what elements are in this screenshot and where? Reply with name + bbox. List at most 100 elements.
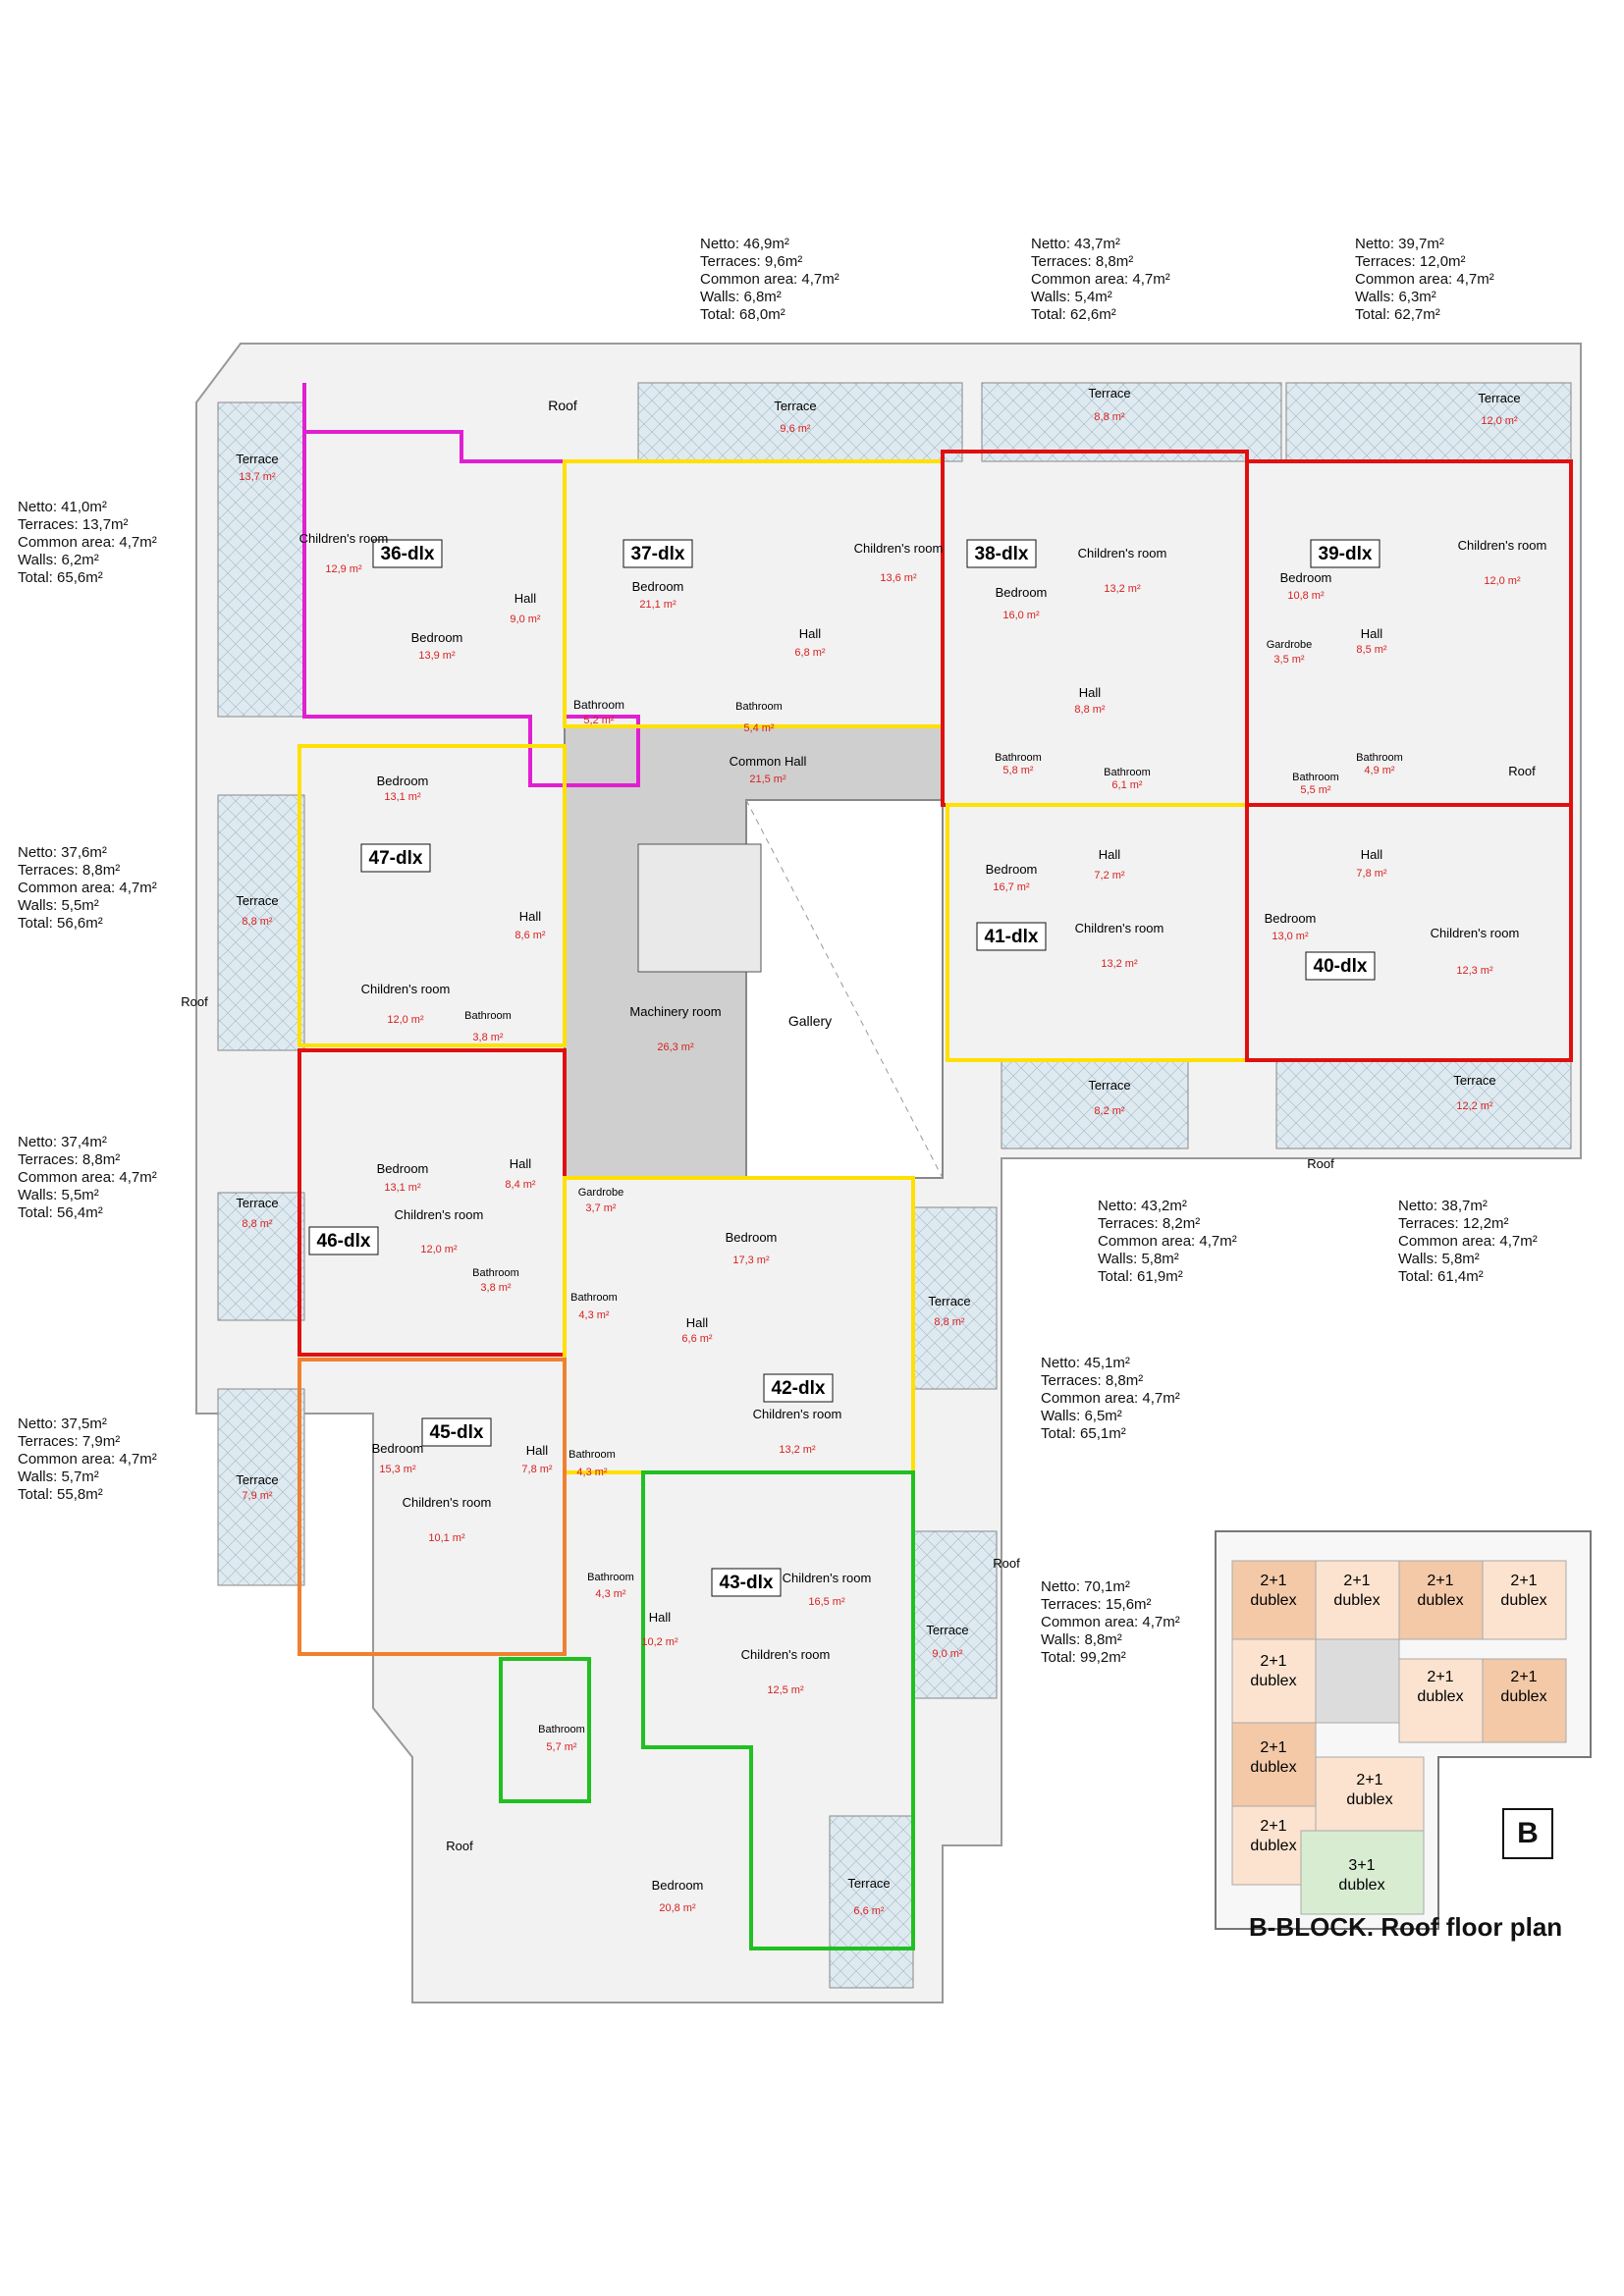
svg-text:13,1 m²: 13,1 m² bbox=[384, 1182, 421, 1194]
svg-text:Terrace: Terrace bbox=[236, 1196, 278, 1210]
svg-text:Roof: Roof bbox=[1307, 1156, 1334, 1171]
svg-text:40-dlx: 40-dlx bbox=[1314, 956, 1368, 977]
svg-text:Hall: Hall bbox=[1361, 847, 1383, 862]
unit-label: 39-dlx bbox=[1310, 539, 1380, 568]
svg-text:36-dlx: 36-dlx bbox=[381, 544, 435, 564]
svg-text:Terrace: Terrace bbox=[928, 1294, 970, 1308]
svg-text:2+1: 2+1 bbox=[1343, 1573, 1370, 1589]
svg-text:Bathroom: Bathroom bbox=[464, 1010, 512, 1022]
svg-text:Terrace: Terrace bbox=[236, 452, 278, 466]
svg-text:Bathroom: Bathroom bbox=[568, 1449, 616, 1461]
room-label: Roof bbox=[1307, 1156, 1334, 1171]
svg-text:Bathroom: Bathroom bbox=[472, 1267, 519, 1279]
svg-text:5,7 m²: 5,7 m² bbox=[546, 1741, 577, 1753]
svg-text:dublex: dublex bbox=[1250, 1838, 1296, 1854]
svg-text:Roof: Roof bbox=[548, 398, 577, 413]
svg-text:6,6 m²: 6,6 m² bbox=[853, 1905, 885, 1917]
svg-text:12,5 m²: 12,5 m² bbox=[767, 1684, 804, 1696]
svg-text:5,5 m²: 5,5 m² bbox=[1300, 784, 1331, 796]
unit-label: 45-dlx bbox=[421, 1417, 492, 1447]
svg-text:Children's room: Children's room bbox=[403, 1495, 492, 1510]
svg-text:Hall: Hall bbox=[799, 626, 822, 641]
svg-text:12,0 m²: 12,0 m² bbox=[1481, 415, 1518, 427]
svg-text:8,8 m²: 8,8 m² bbox=[242, 916, 273, 928]
room-label: Roof bbox=[548, 398, 577, 413]
svg-text:Terrace: Terrace bbox=[1088, 386, 1130, 400]
svg-text:Terrace: Terrace bbox=[1088, 1078, 1130, 1093]
svg-text:42-dlx: 42-dlx bbox=[772, 1378, 826, 1399]
svg-text:Roof: Roof bbox=[181, 994, 208, 1009]
room-label: Roof bbox=[446, 1839, 473, 1853]
unit-label: 43-dlx bbox=[711, 1568, 782, 1597]
svg-text:5,8 m²: 5,8 m² bbox=[1002, 765, 1034, 776]
unit-label: 37-dlx bbox=[623, 539, 693, 568]
svg-text:39-dlx: 39-dlx bbox=[1319, 544, 1373, 564]
svg-text:Children's room: Children's room bbox=[299, 531, 389, 546]
svg-text:9,6 m²: 9,6 m² bbox=[780, 423, 811, 435]
svg-text:43-dlx: 43-dlx bbox=[720, 1573, 774, 1593]
svg-text:dublex: dublex bbox=[1346, 1791, 1392, 1808]
svg-text:6,6 m²: 6,6 m² bbox=[681, 1333, 713, 1345]
svg-text:Hall: Hall bbox=[510, 1156, 532, 1171]
room-label: Roof bbox=[993, 1556, 1020, 1571]
svg-text:4,3 m²: 4,3 m² bbox=[595, 1588, 626, 1600]
svg-text:Bathroom: Bathroom bbox=[587, 1572, 634, 1583]
svg-text:8,8 m²: 8,8 m² bbox=[934, 1316, 965, 1328]
svg-text:7,2 m²: 7,2 m² bbox=[1094, 870, 1125, 881]
svg-text:4,9 m²: 4,9 m² bbox=[1364, 765, 1395, 776]
svg-text:13,1 m²: 13,1 m² bbox=[384, 791, 421, 803]
svg-text:dublex: dublex bbox=[1338, 1877, 1384, 1894]
svg-text:5,2 m²: 5,2 m² bbox=[583, 715, 615, 726]
svg-text:17,3 m²: 17,3 m² bbox=[732, 1255, 770, 1266]
svg-text:Children's room: Children's room bbox=[361, 982, 451, 996]
svg-text:Machinery room: Machinery room bbox=[629, 1004, 721, 1019]
svg-text:dublex: dublex bbox=[1250, 1759, 1296, 1776]
svg-text:9,0 m²: 9,0 m² bbox=[932, 1648, 963, 1660]
svg-text:dublex: dublex bbox=[1500, 1592, 1546, 1609]
svg-text:Bedroom: Bedroom bbox=[1280, 570, 1332, 585]
svg-text:12,9 m²: 12,9 m² bbox=[325, 563, 362, 575]
room-label: Children's room 12,9 m² bbox=[299, 531, 389, 575]
svg-text:4,3 m²: 4,3 m² bbox=[578, 1309, 610, 1321]
svg-text:12,2 m²: 12,2 m² bbox=[1456, 1100, 1493, 1112]
svg-text:dublex: dublex bbox=[1500, 1688, 1546, 1705]
svg-text:8,4 m²: 8,4 m² bbox=[505, 1179, 536, 1191]
svg-text:3,7 m²: 3,7 m² bbox=[585, 1202, 617, 1214]
room-label: Gallery bbox=[788, 1013, 832, 1029]
svg-text:3,5 m²: 3,5 m² bbox=[1273, 654, 1305, 666]
svg-text:Bathroom: Bathroom bbox=[1356, 752, 1403, 764]
svg-text:8,8 m²: 8,8 m² bbox=[1074, 704, 1106, 716]
